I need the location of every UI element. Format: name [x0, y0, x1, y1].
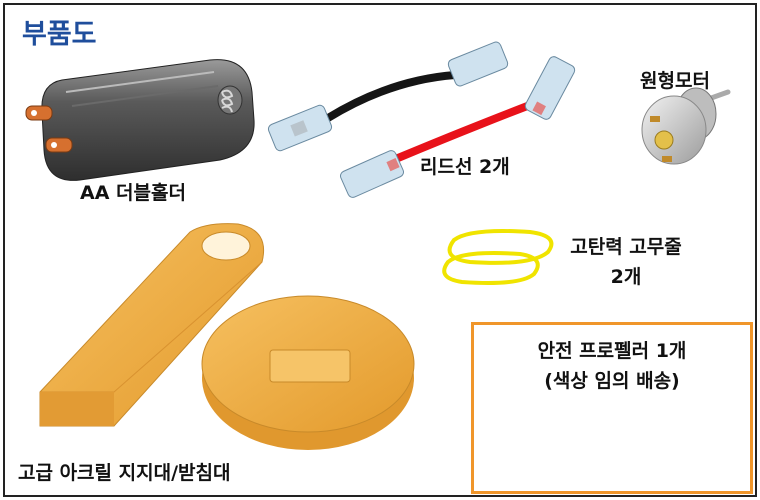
stand-label: 고급 아크릴 지지대/받침대 [18, 462, 231, 484]
propeller-label-line2: (색상 임의 배송) [544, 370, 680, 392]
acrylic-stand-image [39, 223, 264, 427]
rubber-band-label-line2: 2개 [610, 266, 642, 288]
rubber-bands-image [442, 229, 554, 285]
motor-label: 원형모터 [640, 70, 710, 92]
battery-holder-label: AA 더블홀더 [80, 182, 186, 204]
battery-holder-image [25, 59, 255, 181]
propeller-label-line1: 안전 프로펠러 1개 [537, 340, 687, 362]
page-title: 부품도 [22, 19, 97, 50]
lead-wire-label: 리드선 2개 [420, 156, 510, 178]
motor-image [641, 87, 731, 165]
rubber-band-label-line1: 고탄력 고무줄 [570, 236, 682, 258]
propeller-box [471, 322, 753, 494]
acrylic-base-image [201, 295, 415, 450]
lead-wires-image [267, 41, 576, 198]
